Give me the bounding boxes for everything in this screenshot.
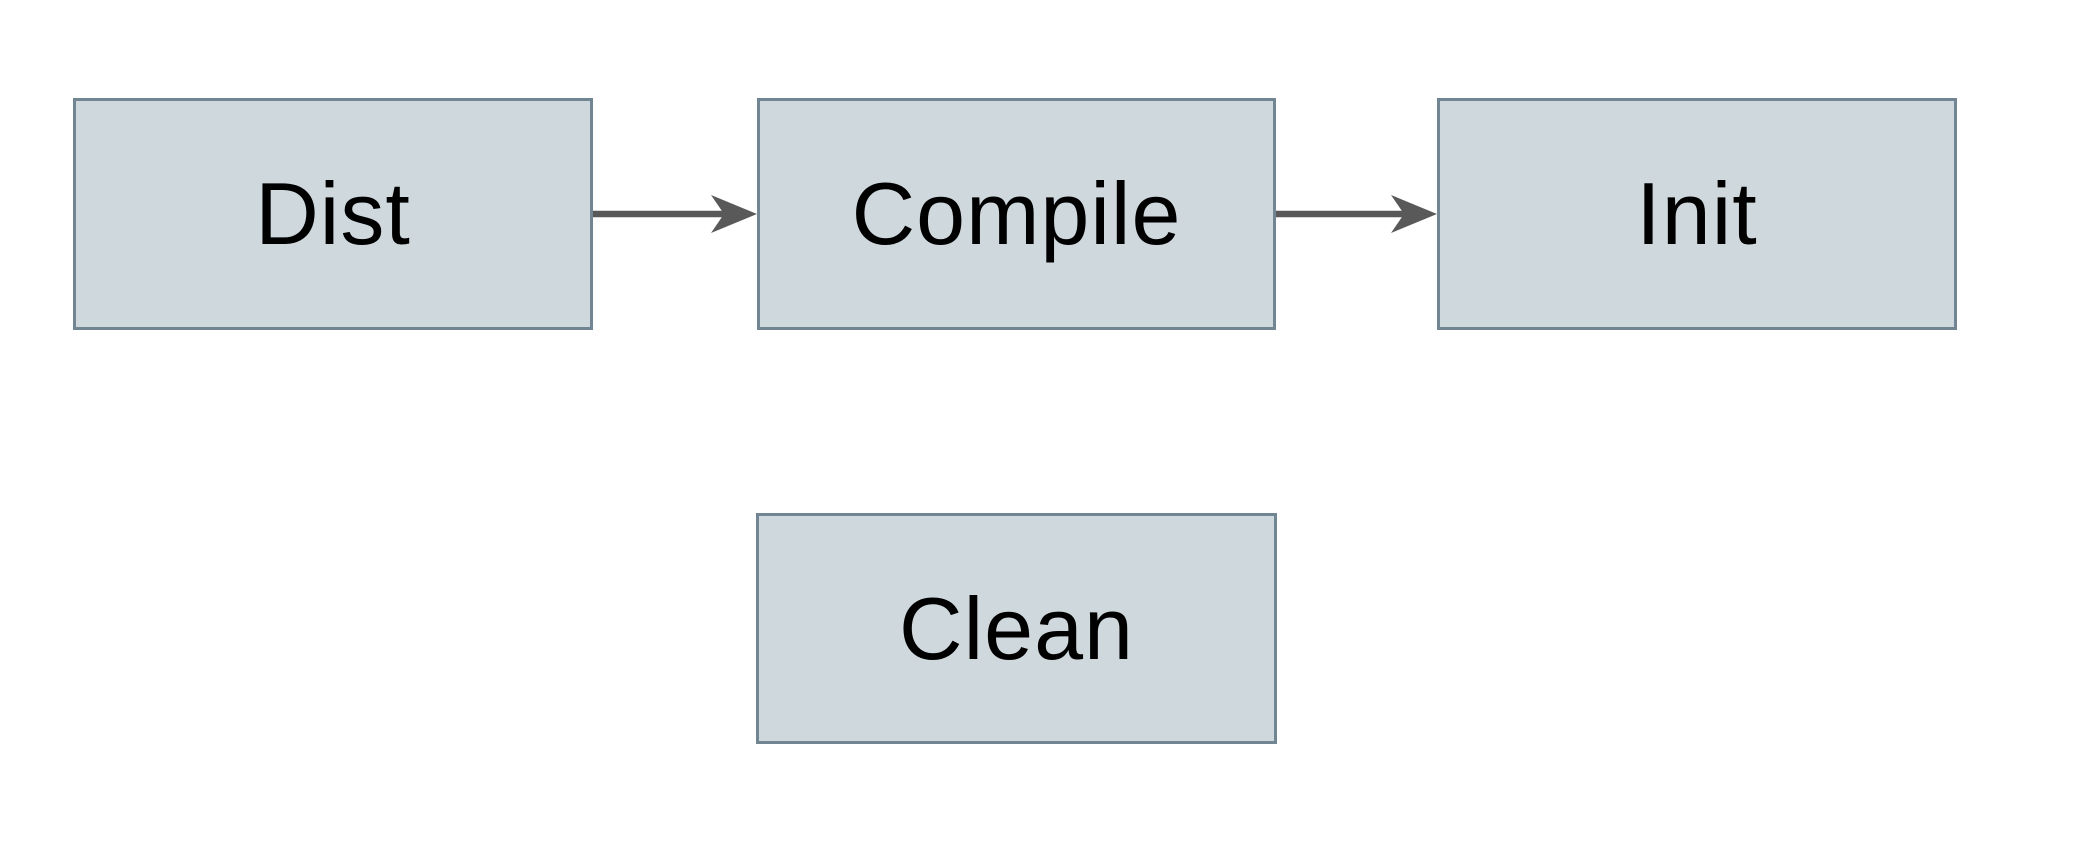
arrow-dist-to-compile (593, 195, 757, 233)
node-init: Init (1437, 98, 1957, 330)
arrowhead-icon (1391, 195, 1437, 233)
node-label-dist: Dist (255, 164, 411, 263)
node-clean: Clean (756, 513, 1277, 744)
node-label-clean: Clean (899, 578, 1134, 678)
node-dist: Dist (73, 98, 593, 330)
arrow-compile-to-init (1276, 195, 1437, 233)
node-label-init: Init (1636, 164, 1758, 263)
node-label-compile: Compile (851, 164, 1182, 263)
node-compile: Compile (757, 98, 1276, 330)
arrowhead-icon (711, 195, 757, 233)
